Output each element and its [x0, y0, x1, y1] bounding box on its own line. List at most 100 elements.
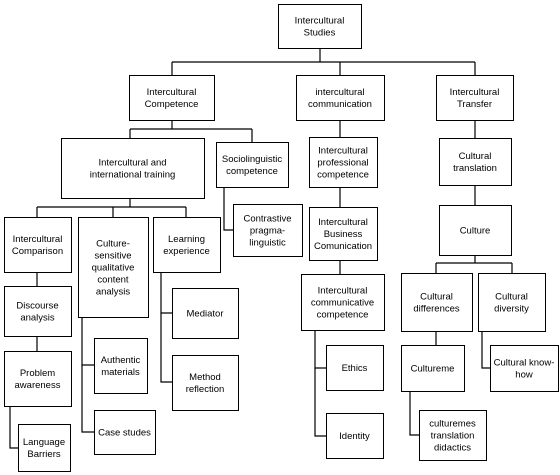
- node-label-line: Ethics: [342, 363, 368, 374]
- node-box: [278, 4, 362, 49]
- node-label-line: didactics: [434, 443, 471, 454]
- node-box: [301, 274, 385, 331]
- node-label-line: competence: [317, 310, 369, 321]
- node-cultureme: Cultureme: [401, 345, 465, 392]
- node-label-line: qualitative: [92, 263, 135, 274]
- node-label-line: Comunication: [314, 241, 372, 252]
- node-label-line: pragma-: [250, 226, 285, 237]
- node-label-line: Authentic: [101, 355, 141, 366]
- node-label-line: Problem: [20, 368, 55, 379]
- connector-line: [9, 406, 18, 449]
- connector-line: [160, 272, 172, 314]
- node-label-line: awareness: [15, 380, 61, 391]
- node-box: [233, 204, 303, 257]
- node-box: [439, 205, 512, 256]
- node-label-line: diversity: [494, 304, 529, 315]
- node-label-line: competence: [317, 170, 369, 181]
- node-label-line: Cultural: [420, 292, 453, 303]
- node-label-line: materials: [101, 367, 140, 378]
- node-label-line: Transfer: [457, 99, 492, 110]
- node-label-line: Language: [23, 437, 65, 448]
- connector-lines: [9, 48, 513, 449]
- node-box: [309, 207, 378, 261]
- node-label-line: Studies: [304, 28, 336, 39]
- node-label-line: linguistic: [249, 238, 286, 249]
- node-label-line: sensitive: [95, 251, 132, 262]
- node-label-line: Contrastive: [243, 214, 291, 225]
- node-box: [478, 273, 546, 332]
- node-mediator: Mediator: [172, 288, 239, 339]
- node-label-line: Cultural know-: [494, 358, 555, 369]
- node-ethics: Ethics: [326, 345, 384, 391]
- node-label-line: Barriers: [27, 449, 61, 460]
- node-box: [61, 138, 205, 199]
- node-label-line: culturemes: [429, 419, 476, 430]
- node-label-line: Comparison: [12, 246, 63, 257]
- node-box: [4, 351, 72, 407]
- node-box: [94, 410, 156, 455]
- connector-line: [81, 365, 94, 433]
- connector-line: [81, 317, 94, 366]
- node-label-line: analysis: [96, 287, 131, 298]
- node-label-line: intercultural: [315, 87, 364, 98]
- node-label-line: communicative: [311, 298, 374, 309]
- node-label-line: Intercultural: [318, 217, 368, 228]
- node-box: [401, 345, 465, 392]
- node-label-line: Competence: [145, 99, 199, 110]
- node-label-line: reflection: [186, 384, 225, 395]
- node-box: [419, 410, 487, 461]
- node-label-line: Intercultural: [318, 286, 368, 297]
- node-box: [326, 345, 384, 391]
- node-box: [216, 142, 289, 188]
- node-box: [172, 355, 239, 411]
- node-knowhow: Cultural know-how: [490, 345, 559, 392]
- diagram-nodes: InterculturalStudiesInterculturalCompete…: [4, 4, 559, 472]
- node-box: [439, 138, 512, 186]
- connector-line: [160, 313, 172, 383]
- connector-line: [314, 330, 326, 369]
- node-label-line: Cultural: [459, 151, 492, 162]
- node-culture-sensitive: Culture-sensitivequalitativecontentanaly…: [78, 217, 149, 318]
- node-label-line: Intercultural: [450, 87, 500, 98]
- connector-line: [314, 368, 326, 437]
- node-label-line: Mediator: [187, 309, 224, 320]
- node-label-line: Sociolinguistic: [222, 154, 282, 165]
- node-label-line: Culture: [460, 226, 491, 237]
- node-box: [78, 217, 149, 318]
- node-identity: Identity: [326, 413, 384, 459]
- node-box: [4, 286, 72, 337]
- node-box: [18, 424, 71, 472]
- node-box: [401, 273, 473, 332]
- connector-line: [223, 187, 233, 231]
- node-label-line: how: [515, 370, 533, 381]
- node-box: [490, 345, 559, 392]
- node-box: [153, 217, 221, 273]
- node-label-line: professional: [317, 158, 368, 169]
- node-label-line: competence: [226, 166, 278, 177]
- node-label-line: translation: [453, 163, 497, 174]
- node-label-line: analysis: [20, 313, 55, 324]
- node-label-line: differences: [413, 304, 460, 315]
- node-label-line: Intercultural: [13, 234, 63, 245]
- connector-line: [409, 391, 419, 436]
- node-label-line: Cultureme: [411, 364, 455, 375]
